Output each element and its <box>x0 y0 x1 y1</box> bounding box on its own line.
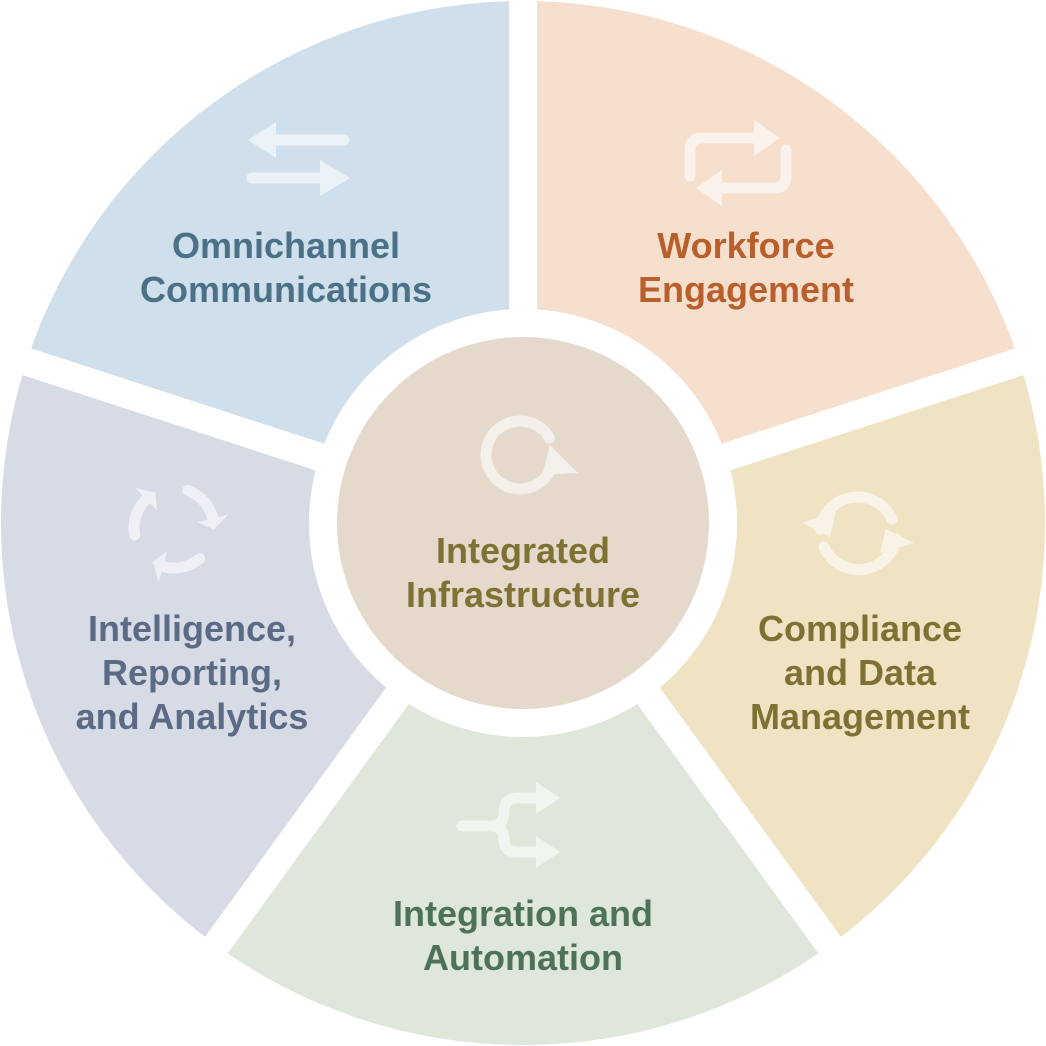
workforce-label-line-1: Workforce <box>657 225 834 266</box>
branch-merge-icon <box>456 782 560 868</box>
segment-integration <box>216 523 830 1046</box>
repeat-loop-icon <box>684 120 792 206</box>
intelligence-label-line-3: and Analytics <box>76 696 309 737</box>
compliance-label-line-3: Management <box>750 696 970 737</box>
intelligence-label-line-1: Intelligence, <box>88 608 296 649</box>
circular-arrow-icon <box>480 415 578 495</box>
recycle-triangle-icon <box>128 484 229 582</box>
workforce-label-line-2: Engagement <box>638 269 854 310</box>
omnichannel-label-line-1: Omnichannel <box>172 225 400 266</box>
integration-label-line-2: Automation <box>423 937 623 978</box>
center-disc <box>337 337 709 709</box>
swap-arrows-icon <box>246 122 350 196</box>
center-label-line-1: Integrated <box>436 530 610 571</box>
segment-icons <box>128 120 914 868</box>
center-label-line-2: Infrastructure <box>406 574 640 615</box>
compliance-label-line-2: and Data <box>784 652 937 693</box>
compliance-label-line-1: Compliance <box>758 608 962 649</box>
refresh-cycle-icon <box>802 491 914 576</box>
omnichannel-label-line-2: Communications <box>140 269 432 310</box>
intelligence-label-line-2: Reporting, <box>102 652 282 693</box>
integration-label-line-1: Integration and <box>393 893 653 934</box>
center-hub: Integrated Infrastructure <box>309 309 737 737</box>
